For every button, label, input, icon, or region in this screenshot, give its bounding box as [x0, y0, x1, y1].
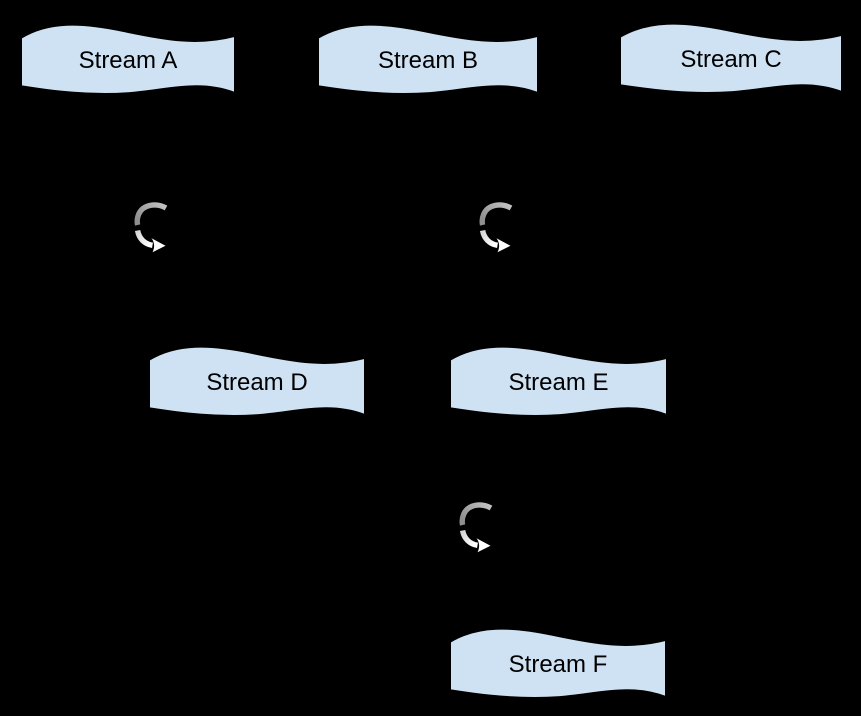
node-stream-b[interactable]: Stream B: [318, 24, 538, 101]
tape-shape: [21, 24, 235, 95]
loop-arrow-glyph: [477, 201, 513, 251]
loop-arrow-icon: [477, 201, 513, 251]
node-stream-e[interactable]: Stream E: [450, 346, 667, 423]
node-stream-a[interactable]: Stream A: [21, 24, 235, 101]
tape-shape: [318, 24, 538, 95]
tape-shape: [450, 628, 666, 699]
loop-arrow-icon: [132, 201, 168, 251]
loop-arrow-icon: [457, 501, 493, 551]
tape-shape: [620, 23, 842, 95]
node-stream-d[interactable]: Stream D: [149, 346, 365, 423]
loop-arrow-glyph: [457, 501, 493, 551]
loop-arrow-glyph: [132, 201, 168, 251]
tape-shape: [149, 346, 365, 417]
node-stream-c[interactable]: Stream C: [620, 23, 842, 100]
node-stream-f[interactable]: Stream F: [450, 628, 666, 705]
tape-shape: [450, 346, 667, 417]
